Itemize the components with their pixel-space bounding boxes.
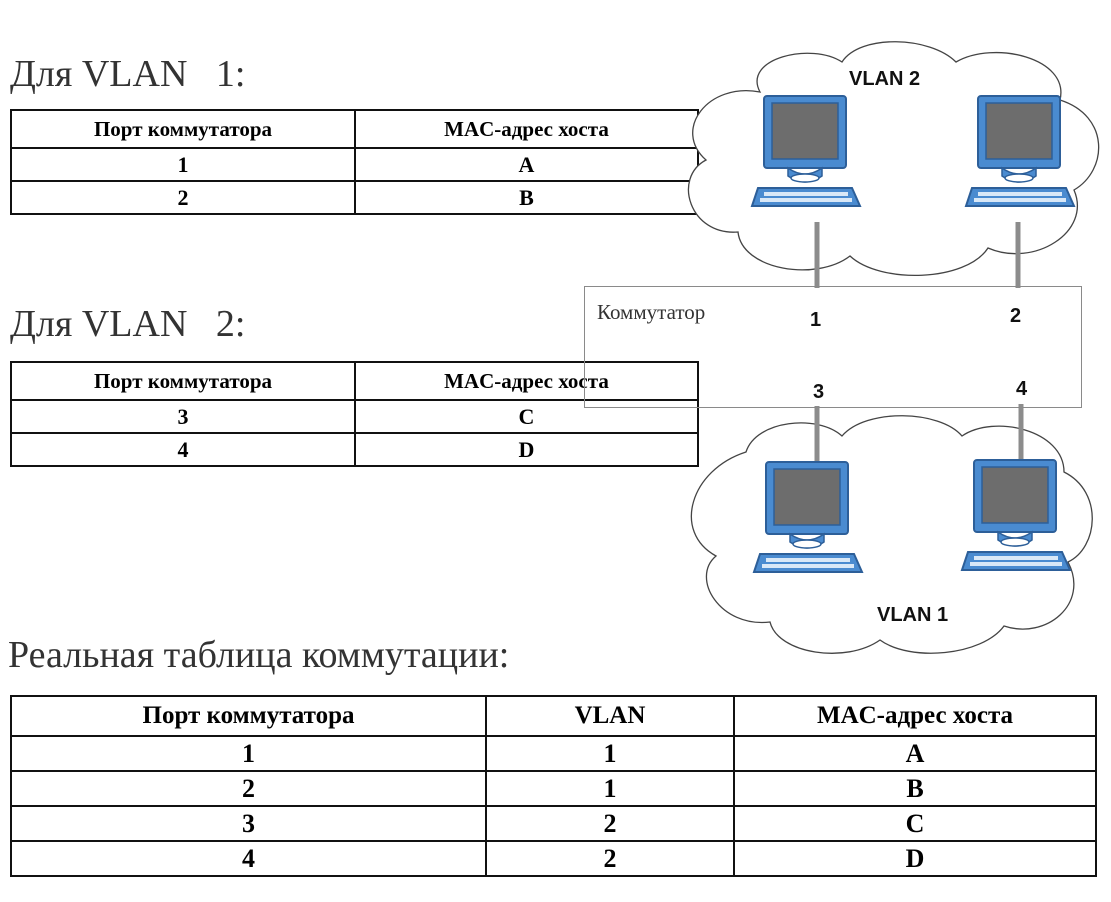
table-header-row: Порт коммутатора MAC-адрес хоста	[10, 361, 699, 401]
cell-mac: A	[733, 735, 1097, 772]
column-header-port: Порт коммутатора	[10, 695, 487, 737]
switch-label: Коммутатор	[597, 300, 706, 324]
column-header-port: Порт коммутатора	[10, 361, 356, 401]
cell-vlan: 1	[485, 735, 735, 772]
real-table-heading: Реальная таблица коммутации:	[8, 634, 510, 676]
port-label-3: 3	[813, 381, 825, 403]
cell-port: 1	[10, 735, 487, 772]
cell-port: 4	[10, 432, 356, 467]
cell-port: 2	[10, 770, 487, 807]
vlan2-table: Порт коммутатора MAC-адрес хоста 3 C 4 D	[10, 361, 699, 467]
cell-port: 4	[10, 840, 487, 877]
vlan2-cloud-label: VLAN 2	[849, 68, 921, 90]
switch-box	[584, 286, 1082, 408]
column-header-mac: MAC-адрес хоста	[354, 109, 699, 149]
column-header-vlan: VLAN	[485, 695, 735, 737]
vlan1-table: Порт коммутатора MAC-адрес хоста 1 A 2 B	[10, 109, 699, 215]
table-row: 2 1 B	[10, 770, 1097, 807]
cell-mac: C	[354, 399, 699, 434]
cell-mac: D	[733, 840, 1097, 877]
cell-port: 3	[10, 399, 356, 434]
real-switching-table: Порт коммутатора VLAN MAC-адрес хоста 1 …	[10, 695, 1097, 877]
cell-mac: B	[733, 770, 1097, 807]
cell-port: 1	[10, 147, 356, 182]
cell-vlan: 2	[485, 840, 735, 877]
port-label-2: 2	[1010, 305, 1022, 327]
table-row: 1 A	[10, 147, 699, 182]
vlan2-heading: Для VLAN 2:	[10, 303, 246, 345]
computer-icon	[965, 95, 1075, 207]
table-header-row: Порт коммутатора VLAN MAC-адрес хоста	[10, 695, 1097, 737]
column-header-mac: MAC-адрес хоста	[733, 695, 1097, 737]
cell-port: 2	[10, 180, 356, 215]
column-header-port: Порт коммутатора	[10, 109, 356, 149]
cell-mac: B	[354, 180, 699, 215]
table-row: 4 D	[10, 432, 699, 467]
table-row: 1 1 A	[10, 735, 1097, 772]
column-header-mac: MAC-адрес хоста	[354, 361, 699, 401]
port-label-1: 1	[810, 309, 822, 331]
computer-icon	[961, 459, 1071, 571]
port-label-4: 4	[1016, 378, 1028, 400]
table-row: 3 2 C	[10, 805, 1097, 842]
cell-port: 3	[10, 805, 487, 842]
table-header-row: Порт коммутатора MAC-адрес хоста	[10, 109, 699, 149]
table-row: 2 B	[10, 180, 699, 215]
vlan1-cloud-label: VLAN 1	[877, 604, 949, 626]
computer-icon	[751, 95, 861, 207]
computer-icon	[753, 461, 863, 573]
table-row: 3 C	[10, 399, 699, 434]
cell-vlan: 2	[485, 805, 735, 842]
table-row: 4 2 D	[10, 840, 1097, 877]
vlan1-heading: Для VLAN 1:	[10, 53, 246, 95]
cell-vlan: 1	[485, 770, 735, 807]
cell-mac: D	[354, 432, 699, 467]
cell-mac: C	[733, 805, 1097, 842]
cell-mac: A	[354, 147, 699, 182]
